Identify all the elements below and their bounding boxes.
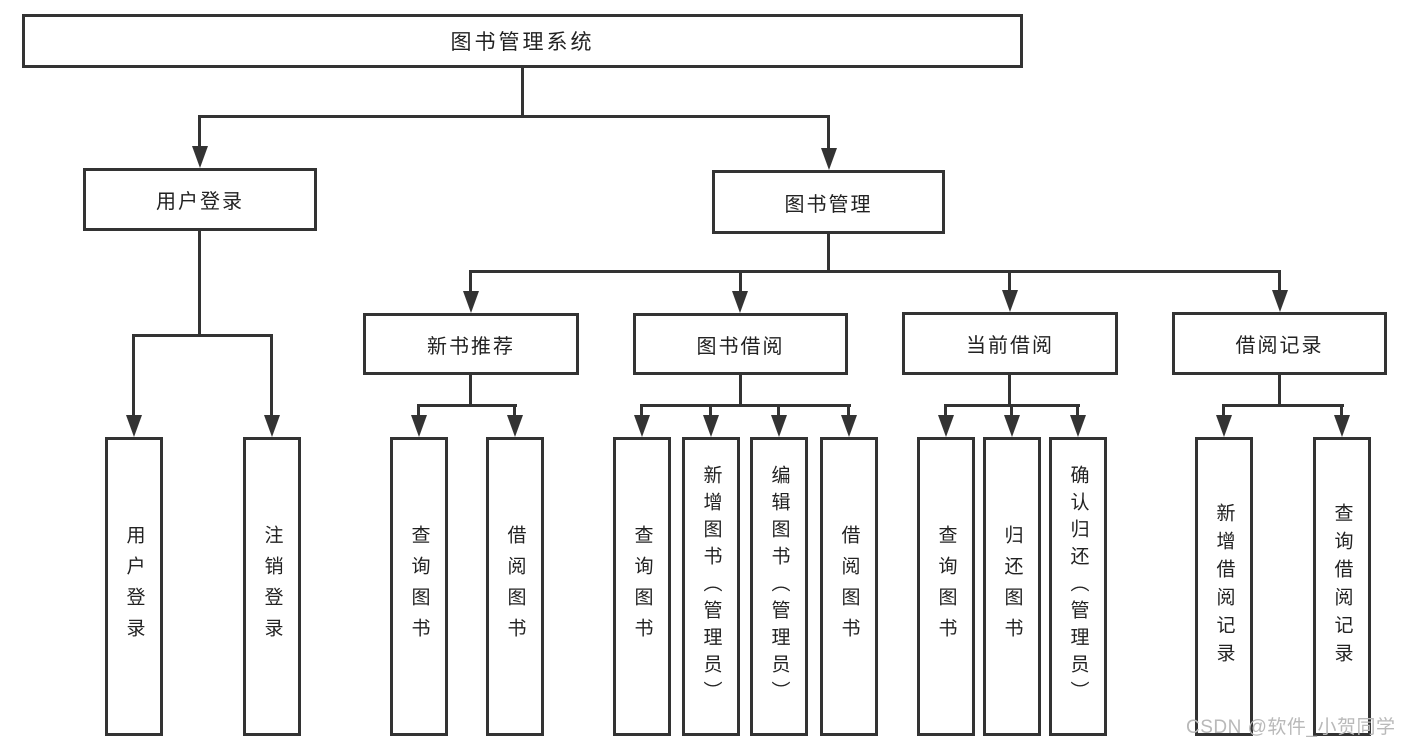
arrowhead-user-login: [192, 146, 208, 168]
connector-leaf-drop: [132, 334, 135, 417]
leaf-current-confirm-return-admin-label: 确认归还（管理员）: [1067, 465, 1089, 708]
connector-leaf-drop: [709, 404, 712, 417]
node-current-borrow: 当前借阅: [902, 312, 1118, 375]
connector-userlogin-rail: [132, 334, 273, 337]
leaf-current-return-books-label: 归还图书: [1001, 524, 1023, 649]
leaf-logout-label: 注销登录: [261, 524, 283, 649]
node-book-borrow: 图书借阅: [633, 313, 848, 375]
connector-bookmgmt-stem: [827, 234, 830, 273]
leaf-borrow-add-book-admin: 新增图书（管理员）: [682, 437, 740, 736]
connector-leaf-drop: [1340, 404, 1343, 417]
leaf-newbook-borrow-books: 借阅图书: [486, 437, 544, 736]
connector-records-rail: [1222, 404, 1344, 407]
leaf-borrow-edit-book-admin-label: 编辑图书（管理员）: [768, 465, 790, 708]
connector-leaf-drop: [777, 404, 780, 417]
connector-leaf-drop: [640, 404, 643, 417]
arrowhead-book-management: [821, 148, 837, 170]
connector-bookmgmt-rail: [469, 270, 1281, 273]
node-book-management-label: 图书管理: [784, 193, 873, 216]
leaf-newbook-query-books: 查询图书: [390, 437, 448, 736]
leaf-borrow-edit-book-admin: 编辑图书（管理员）: [750, 437, 808, 736]
arrowhead-leaf-query-books: [938, 415, 954, 437]
leaf-records-add-record-label: 新增借阅记录: [1213, 502, 1235, 671]
connector-leaf-drop: [417, 404, 420, 417]
watermark: CSDN @软件_小贺同学: [1186, 717, 1396, 738]
arrowhead-leaf-logout: [264, 415, 280, 437]
node-borrow-records-label: 借阅记录: [1235, 335, 1324, 357]
connector-userlogin-stem: [198, 231, 201, 337]
connector-level3-drop: [739, 270, 742, 293]
connector-leaf-drop: [944, 404, 947, 417]
leaf-user-login-label: 用户登录: [123, 524, 145, 649]
connector-newbook-rail: [417, 404, 517, 407]
connector-leaf-drop: [513, 404, 516, 417]
leaf-newbook-borrow-books-label: 借阅图书: [504, 524, 526, 649]
node-user-login-label: 用户登录: [156, 191, 244, 213]
arrowhead-leaf-add-book: [703, 415, 719, 437]
leaf-current-query-books-label: 查询图书: [935, 524, 957, 649]
node-borrow-records: 借阅记录: [1172, 312, 1387, 375]
connector-level3-drop: [1008, 270, 1011, 293]
arrowhead-leaf-return-books: [1004, 415, 1020, 437]
connector-root-stem: [521, 68, 524, 117]
leaf-borrow-borrow-books: 借阅图书: [820, 437, 878, 736]
connector-leaf-drop: [1222, 404, 1225, 417]
leaf-borrow-borrow-books-label: 借阅图书: [838, 524, 860, 649]
connector-records-stem: [1278, 375, 1281, 406]
connector-borrow-stem: [739, 375, 742, 406]
arrowhead-borrow-records: [1272, 290, 1288, 312]
leaf-newbook-query-books-label: 查询图书: [408, 524, 430, 649]
connector-borrow-rail: [640, 404, 851, 407]
arrowhead-leaf-borrow-books: [841, 415, 857, 437]
arrowhead-leaf-edit-book: [771, 415, 787, 437]
arrowhead-leaf-query-books: [634, 415, 650, 437]
leaf-records-query-record-label: 查询借阅记录: [1331, 502, 1353, 671]
leaf-current-query-books: 查询图书: [917, 437, 975, 736]
node-current-borrow-label: 当前借阅: [966, 335, 1054, 357]
node-system-root-label: 图书管理系统: [450, 31, 595, 54]
node-system-root: 图书管理系统: [22, 14, 1023, 68]
arrowhead-leaf-add-record: [1216, 415, 1232, 437]
node-user-login: 用户登录: [83, 168, 317, 231]
arrowhead-new-book-recommend: [463, 291, 479, 313]
connector-newbook-stem: [469, 375, 472, 406]
node-book-borrow-label: 图书借阅: [696, 335, 785, 358]
leaf-borrow-add-book-admin-label: 新增图书（管理员）: [700, 465, 722, 708]
node-new-book-recommend: 新书推荐: [363, 313, 579, 375]
arrowhead-leaf-borrow-books: [507, 415, 523, 437]
leaf-records-add-record: 新增借阅记录: [1195, 437, 1253, 736]
connector-userlogin-drop: [198, 115, 201, 148]
node-new-book-recommend-label: 新书推荐: [427, 335, 515, 358]
arrowhead-leaf-query-books: [411, 415, 427, 437]
connector-leaf-drop: [1076, 404, 1079, 417]
connector-leaf-drop: [270, 334, 273, 417]
connector-leaf-drop: [847, 404, 850, 417]
leaf-borrow-query-books-label: 查询图书: [631, 524, 653, 649]
node-book-management: 图书管理: [712, 170, 945, 234]
arrowhead-book-borrow: [732, 291, 748, 313]
connector-bookmgmt-drop: [827, 115, 830, 150]
leaf-current-confirm-return-admin: 确认归还（管理员）: [1049, 437, 1107, 736]
connector-root-rail: [198, 115, 830, 118]
arrowhead-current-borrow: [1002, 290, 1018, 312]
leaf-current-return-books: 归还图书: [983, 437, 1041, 736]
arrowhead-leaf-query-record: [1334, 415, 1350, 437]
connector-leaf-drop: [1010, 404, 1013, 417]
connector-current-stem: [1008, 375, 1011, 406]
arrowhead-leaf-user-login: [126, 415, 142, 437]
leaf-user-login: 用户登录: [105, 437, 163, 736]
connector-level3-drop: [1278, 270, 1281, 293]
leaf-borrow-query-books: 查询图书: [613, 437, 671, 736]
leaf-records-query-record: 查询借阅记录: [1313, 437, 1371, 736]
leaf-logout: 注销登录: [243, 437, 301, 736]
arrowhead-leaf-confirm-return: [1070, 415, 1086, 437]
connector-level3-drop: [469, 270, 472, 293]
